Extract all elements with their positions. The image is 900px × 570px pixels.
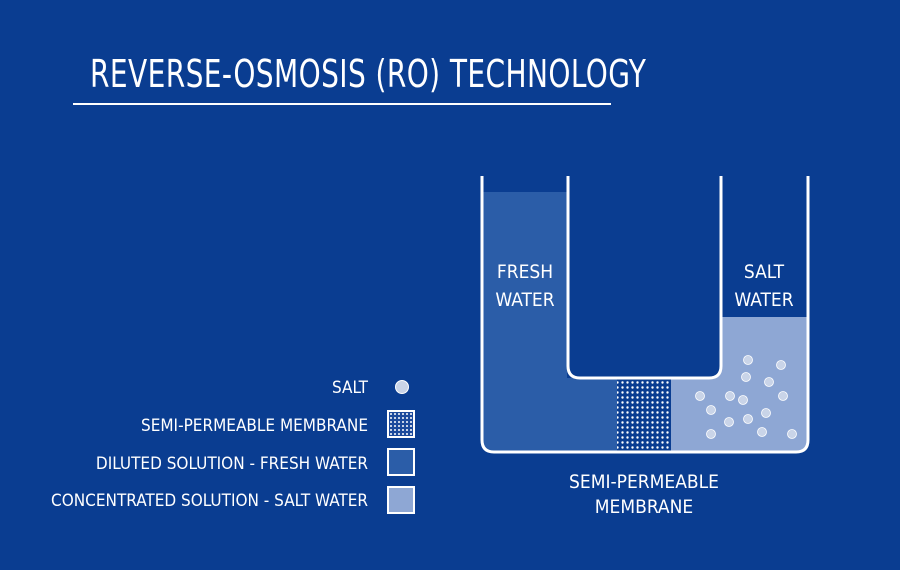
- title-underline: [73, 103, 611, 105]
- salt-particle: [776, 360, 786, 370]
- salt-particles: [695, 355, 797, 439]
- membrane-pattern: [617, 378, 671, 452]
- membrane-caption-line1: SEMI-PERMEABLE: [569, 471, 719, 493]
- salt-particle: [724, 417, 734, 427]
- salt-particle: [743, 414, 753, 424]
- salt-particle: [787, 429, 797, 439]
- salt-particle: [725, 391, 735, 401]
- tube-outer-wall: [480, 176, 810, 454]
- salt-particle: [738, 395, 748, 405]
- membrane-caption-line2: MEMBRANE: [594, 496, 694, 518]
- salt-particle: [743, 355, 753, 365]
- salt-particle: [761, 408, 771, 418]
- fresh-water-label-line1: FRESH: [497, 261, 553, 283]
- salt-particle: [778, 391, 788, 401]
- fresh-water-label-line2: WATER: [495, 289, 554, 311]
- tube-inner-wall: [566, 176, 723, 380]
- salt-particle: [706, 405, 716, 415]
- salt-particle: [706, 429, 716, 439]
- membrane-caption: SEMI-PERMEABLE MEMBRANE: [560, 470, 728, 520]
- fresh-water-fill: [483, 192, 617, 452]
- salt-water-fill: [671, 317, 808, 452]
- salt-water-label-line2: WATER: [734, 289, 793, 311]
- salt-water-label-line1: SALT: [744, 261, 785, 283]
- salt-particle: [741, 372, 751, 382]
- page-title: REVERSE-OSMOSIS (RO) TECHNOLOGY: [90, 52, 647, 96]
- salt-particle: [764, 377, 774, 387]
- salt-particle: [695, 391, 705, 401]
- salt-particle: [757, 427, 767, 437]
